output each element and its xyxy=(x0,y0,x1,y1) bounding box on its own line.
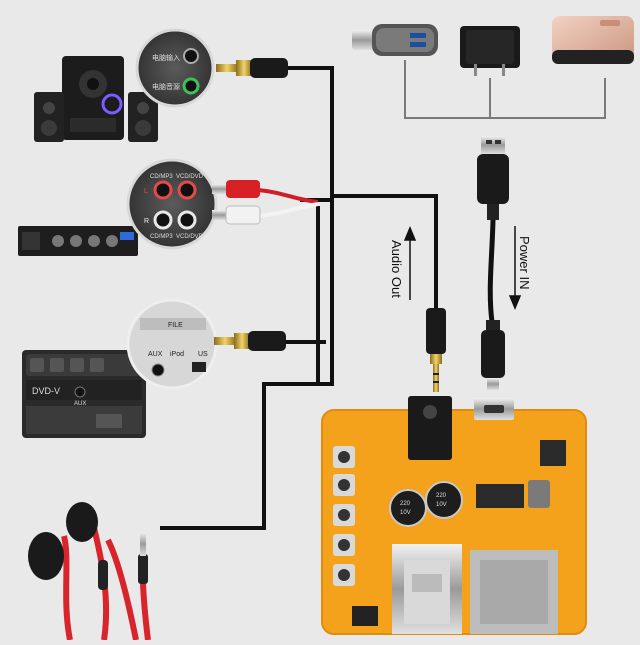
board-switch xyxy=(352,606,378,626)
audio-out-arrow xyxy=(403,226,417,300)
svg-text:220: 220 xyxy=(436,493,447,499)
car-charger-icon xyxy=(352,24,438,56)
amplifier-icon xyxy=(18,226,138,256)
rca-plug-white xyxy=(212,205,261,225)
amp-label-bottom-right: VCD/DVD xyxy=(176,234,204,240)
power-in-label: Power IN xyxy=(517,236,532,289)
earphones-icon xyxy=(28,502,151,641)
stereo-panel-ipod: iPod xyxy=(170,351,184,358)
aux-plug-1 xyxy=(216,58,288,78)
wall-charger-icon xyxy=(460,26,520,76)
audio-wires xyxy=(160,66,438,530)
board-capacitor-1: 220 10V xyxy=(389,489,427,527)
amp-label-top-left: CD/MP3 xyxy=(150,174,173,180)
stereo-panel-aux: AUX xyxy=(148,351,163,358)
usb-power-cable xyxy=(477,136,509,390)
car-stereo-icon: DVD-V AUX xyxy=(22,350,146,438)
speaker-panel-line2: 电脑音源 xyxy=(152,82,180,91)
speaker-panel-line1: 电脑输入 xyxy=(152,53,180,62)
power-distribution-lines xyxy=(404,60,606,119)
stereo-logo: DVD-V xyxy=(32,386,60,396)
power-in-arrow xyxy=(508,226,522,310)
stereo-aux-panel: FILE AUX iPod US xyxy=(126,298,218,390)
stereo-panel-usb: US xyxy=(198,351,208,358)
board-audio-jack xyxy=(408,396,452,460)
pc-speakers-icon xyxy=(34,56,158,142)
svg-text:10V: 10V xyxy=(400,510,411,516)
audio-out-plug xyxy=(426,308,446,392)
amp-label-top-right: VCD/DVD xyxy=(176,174,204,180)
stereo-panel-header: FILE xyxy=(168,322,183,329)
aux-plug-2 xyxy=(214,331,286,351)
board-capacitor-2: 220 10V xyxy=(425,481,463,519)
rca-join-wires xyxy=(257,188,319,218)
stereo-aux-label: AUX xyxy=(74,401,86,407)
amplifier-rca-panel: CD/MP3 VCD/DVD L R CD/MP3 VCD/DVD xyxy=(126,158,218,250)
speaker-input-panel: 电脑输入 电脑音源 xyxy=(135,28,215,108)
svg-text:10V: 10V xyxy=(436,502,447,508)
rca-plug-red xyxy=(212,180,260,198)
power-bank-icon xyxy=(552,16,634,64)
board-chip xyxy=(476,484,524,508)
amp-label-left: L xyxy=(144,188,148,195)
amp-label-bottom-left: CD/MP3 xyxy=(150,234,173,240)
svg-text:220: 220 xyxy=(400,501,411,507)
audio-out-label: Audio Out xyxy=(389,240,404,298)
board-buttons xyxy=(333,446,355,586)
bluetooth-board: 220 10V 220 10V xyxy=(321,396,587,635)
amp-label-right: R xyxy=(144,218,149,225)
